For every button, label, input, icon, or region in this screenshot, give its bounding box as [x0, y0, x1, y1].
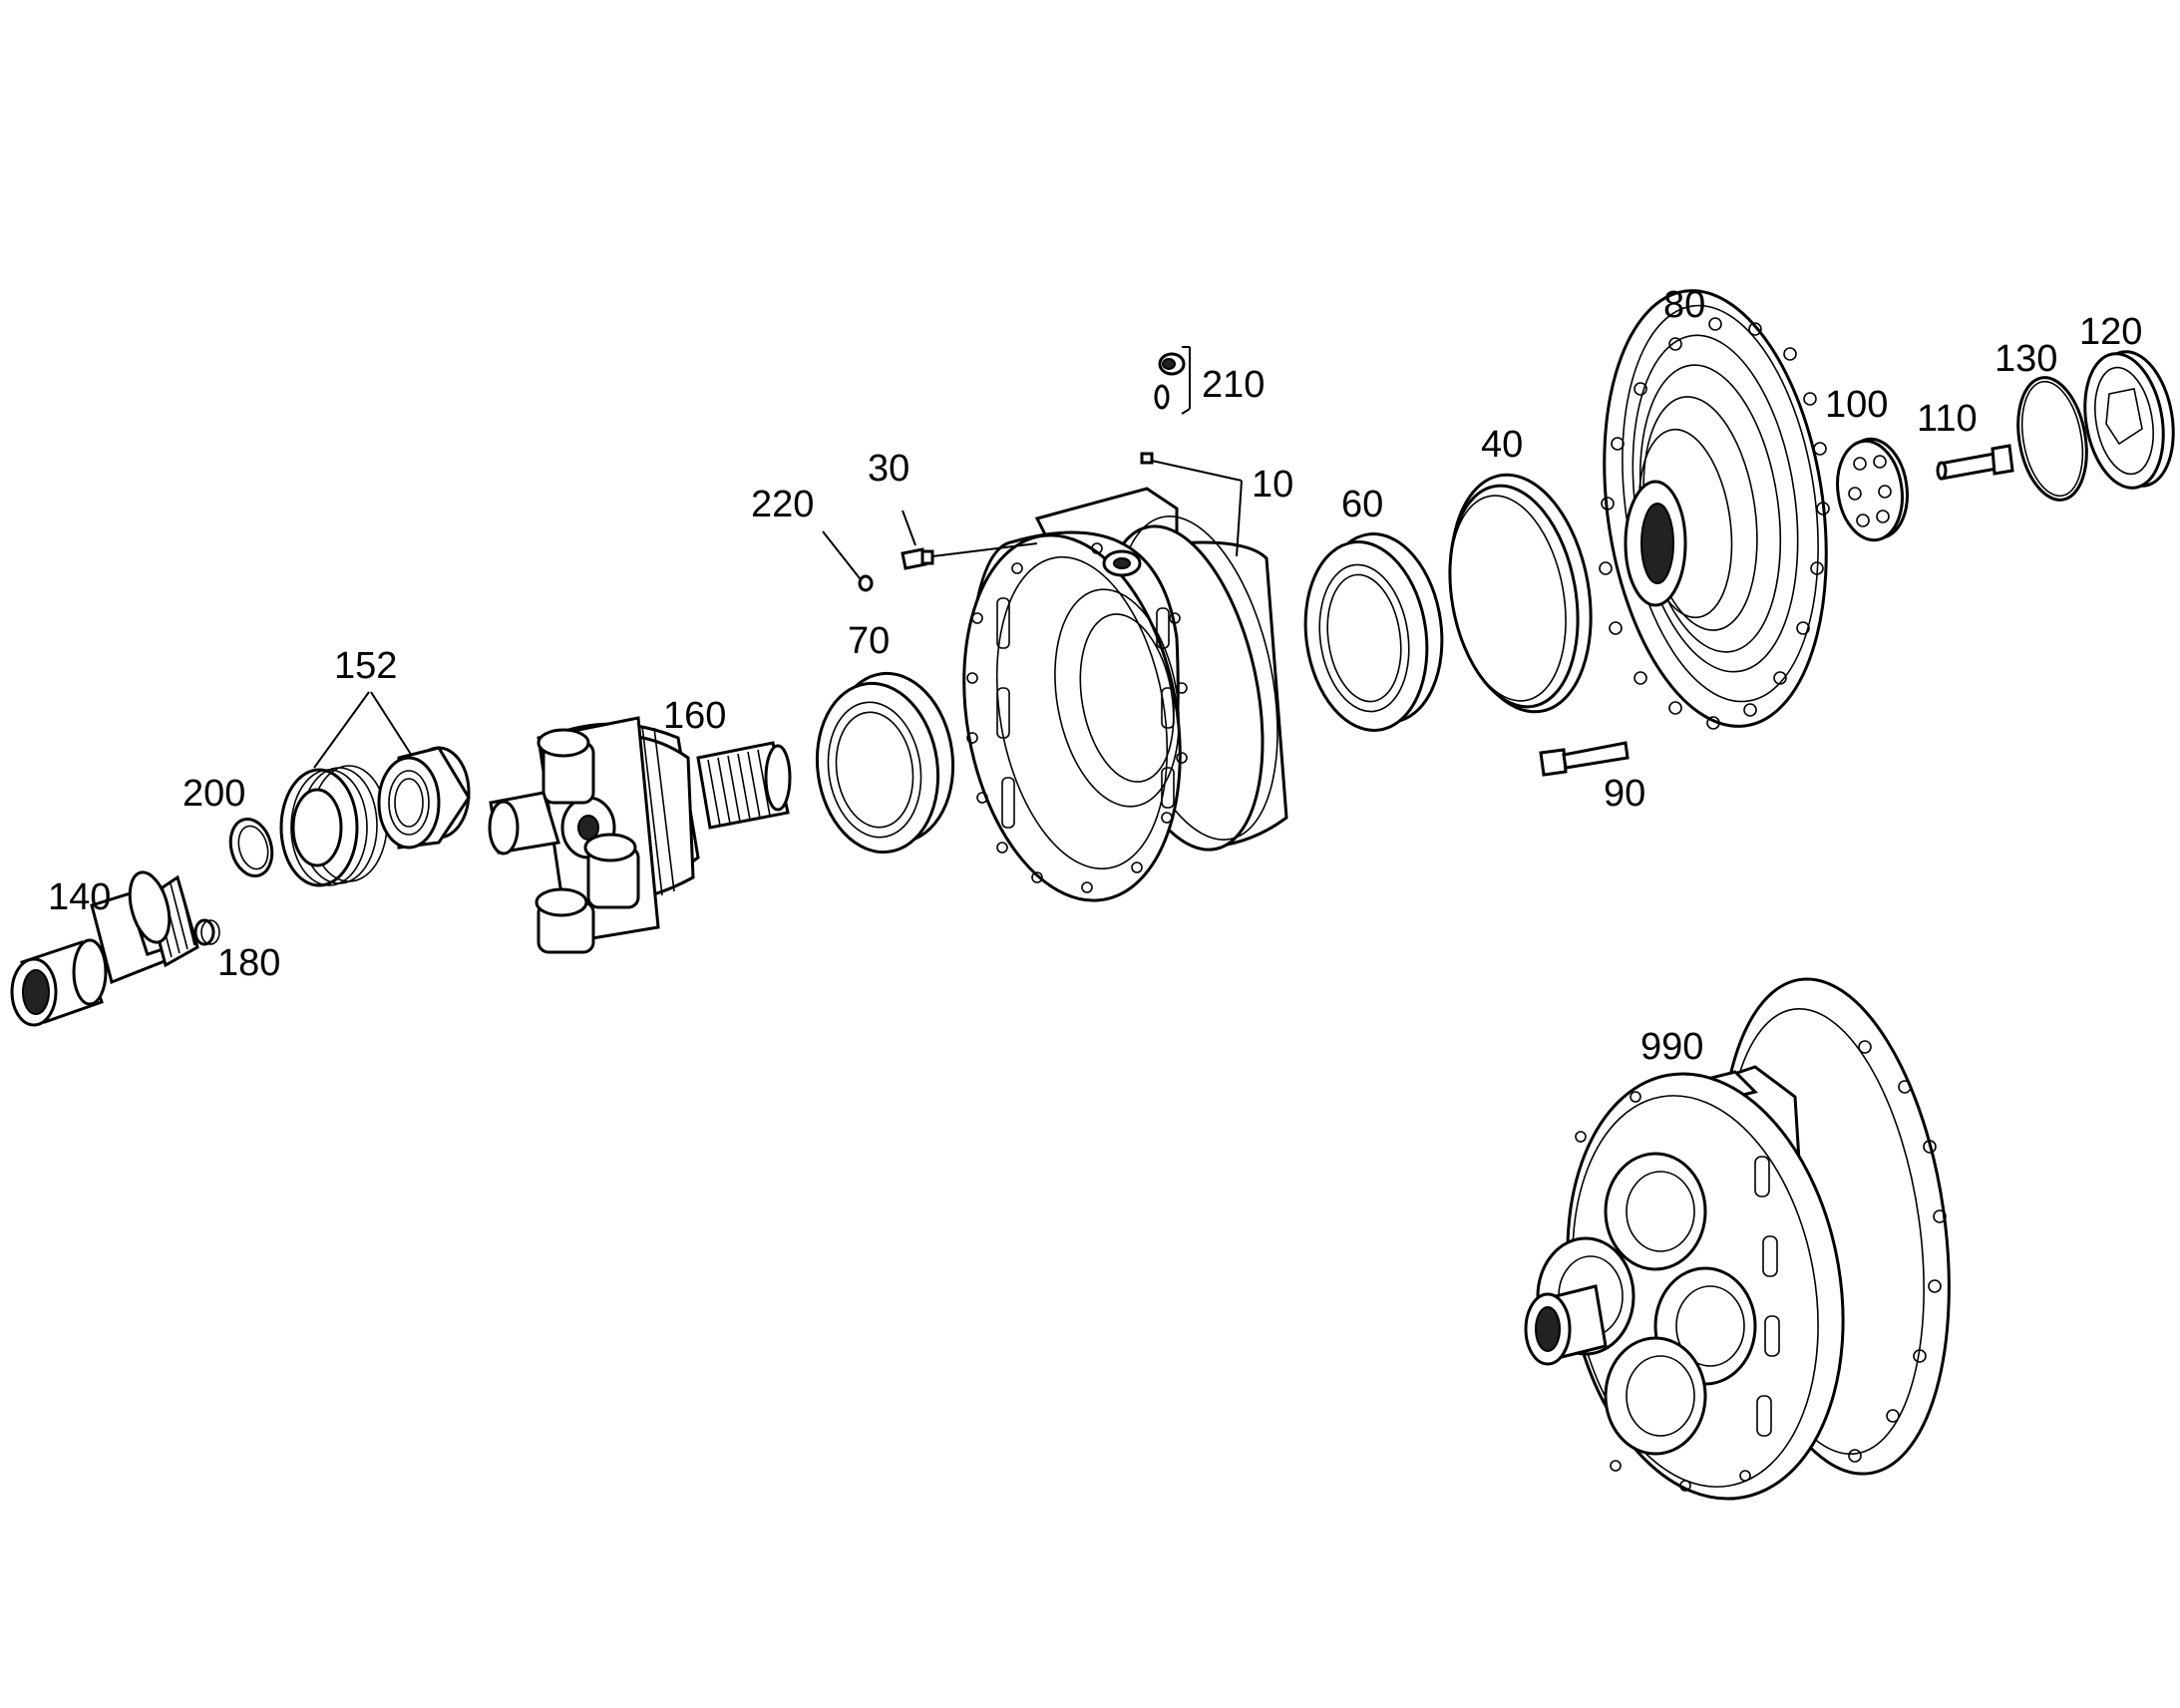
label-210: 210	[1202, 364, 1265, 406]
part-120-cover	[2083, 350, 2175, 490]
label-990: 990	[1640, 1026, 1703, 1068]
part-10-housing	[962, 487, 1288, 902]
label-80: 80	[1663, 284, 1705, 326]
label-100: 100	[1825, 384, 1888, 426]
label-60: 60	[1341, 484, 1383, 525]
leader-30	[902, 510, 916, 546]
part-210-screw-plug	[1154, 346, 1191, 415]
part-152-gear-and-bearing	[279, 746, 471, 887]
label-140: 140	[48, 876, 111, 918]
part-10-plug	[1140, 452, 1154, 465]
part-220-o-ring	[858, 574, 874, 592]
label-120: 120	[2079, 311, 2142, 353]
part-110-bolt	[1936, 444, 2014, 481]
part-180-plug	[193, 918, 220, 946]
part-90-bolt	[1539, 741, 1630, 777]
part-60-bearing	[1303, 532, 1444, 732]
label-110: 110	[1917, 398, 1978, 440]
part-200-snap-ring	[228, 818, 274, 877]
part-30-valve	[901, 542, 1038, 570]
label-70: 70	[848, 620, 890, 662]
leader-10-b	[1236, 480, 1243, 557]
label-10: 10	[1252, 464, 1293, 506]
label-152: 152	[334, 645, 397, 687]
part-40-seal-ring	[1448, 473, 1593, 714]
label-200: 200	[182, 773, 245, 815]
leader-152-a	[313, 691, 370, 769]
label-160: 160	[663, 695, 726, 737]
part-labels: 10 30 40 60 70 80 90 100 110 120 130 140…	[48, 284, 2142, 1068]
part-160-planet-carrier	[488, 716, 792, 954]
label-220: 220	[751, 484, 814, 525]
label-180: 180	[217, 942, 280, 984]
part-990-assembled-unit	[1524, 977, 1951, 1501]
part-80-flange-hub	[1599, 289, 1830, 730]
label-30: 30	[868, 448, 909, 490]
leader-220	[822, 530, 861, 579]
part-130-retaining-ring	[2016, 376, 2088, 502]
label-90: 90	[1604, 773, 1645, 815]
part-100-disc	[1836, 437, 1909, 542]
part-70-bearing	[815, 671, 955, 854]
label-40: 40	[1481, 424, 1523, 466]
label-130: 130	[1995, 338, 2057, 380]
leader-10-a	[1151, 460, 1243, 482]
leader-152-b	[370, 691, 413, 757]
part-140-input-shaft	[10, 870, 199, 1027]
leader-lines	[313, 460, 1243, 769]
